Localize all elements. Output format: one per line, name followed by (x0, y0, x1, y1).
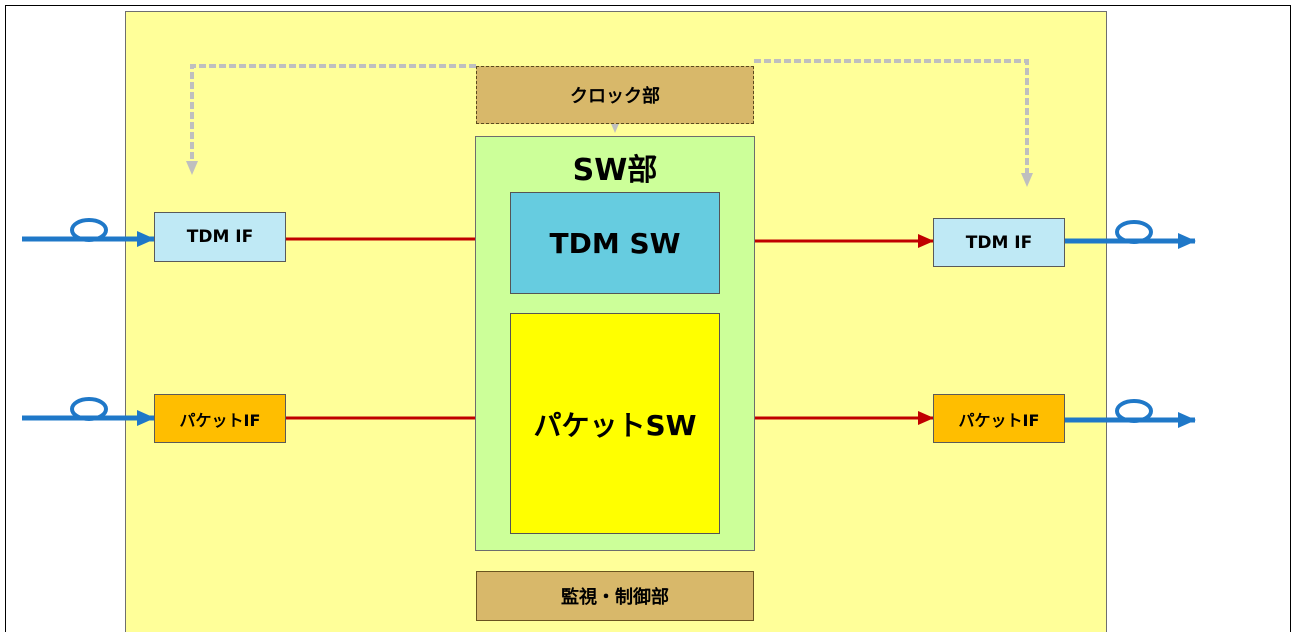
fiber-loop-icon (1115, 399, 1153, 423)
tdm-interface-in-box: TDM IF (154, 212, 286, 262)
tdm-interface-out-label: TDM IF (965, 232, 1033, 253)
packet-switch-label: パケットSW (533, 409, 697, 442)
clock-unit-box: クロック部 (476, 66, 754, 124)
tdm-interface-out-box: TDM IF (933, 218, 1065, 267)
clock-unit-label: クロック部 (570, 86, 660, 107)
internal-signal-arrows (286, 232, 934, 425)
packet-interface-in-label: パケットIF (179, 410, 261, 430)
clock-line-right (754, 59, 1033, 187)
packet-interface-out-box: パケットIF (933, 394, 1065, 443)
packet-switch-box: パケットSW (510, 313, 720, 534)
tdm-switch-box: TDM SW (510, 192, 720, 294)
tdm-interface-in-label: TDM IF (186, 227, 254, 247)
monitor-control-unit-label: 監視・制御部 (561, 587, 669, 608)
packet-input-fiber (22, 397, 155, 426)
monitor-control-unit-box: 監視・制御部 (476, 571, 754, 621)
packet-output-fiber (1065, 399, 1196, 428)
clock-line-left (186, 64, 476, 175)
tdm-switch-label: TDM SW (549, 226, 681, 260)
switch-unit-title: SW部 (572, 153, 658, 188)
packet-interface-out-label: パケットIF (958, 410, 1040, 430)
tdm-input-fiber (22, 218, 155, 247)
external-fiber-lines (22, 218, 1196, 428)
fiber-loop-icon (70, 397, 108, 421)
clock-distribution-lines (186, 59, 1033, 187)
tdm-output-fiber (1065, 220, 1196, 249)
fiber-loop-icon (1115, 220, 1153, 244)
fiber-loop-icon (70, 218, 108, 242)
packet-interface-in-box: パケットIF (154, 394, 286, 443)
